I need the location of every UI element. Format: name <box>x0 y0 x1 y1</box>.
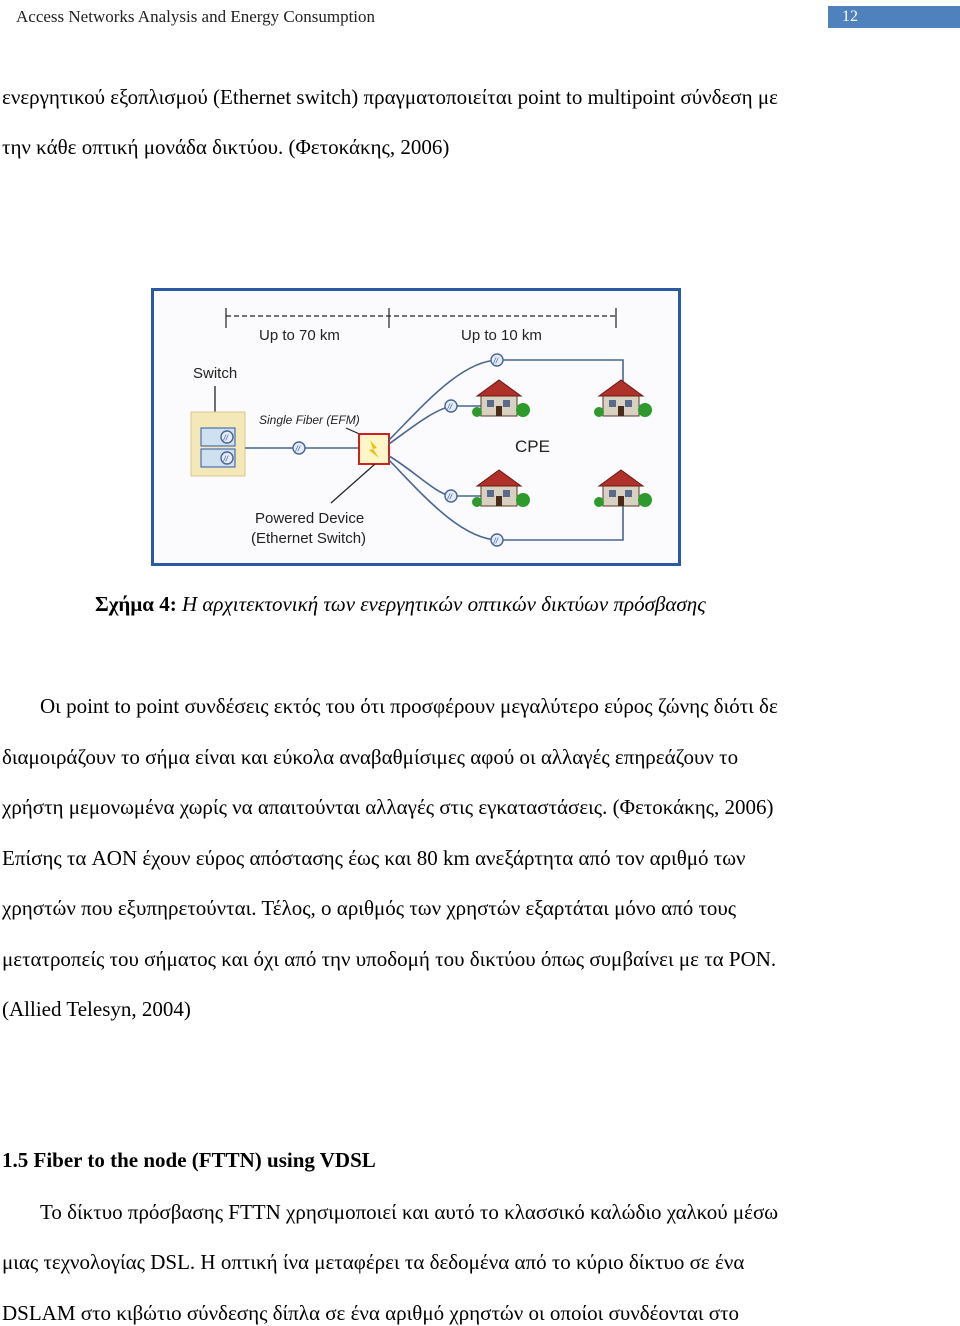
paragraph-line-3: χρήστη μεμονωμένα χωρίς να απαιτούνται α… <box>2 795 774 819</box>
page-number-badge: 12 <box>828 6 960 28</box>
powered-device-sublabel: (Ethernet Switch) <box>251 530 366 547</box>
figure-caption: Σχήμα 4: Η αρχιτεκτονική των ενεργητικών… <box>95 592 706 617</box>
cpe-label: CPE <box>515 437 550 456</box>
paragraph-line-4: Επίσης τα AON έχουν εύρος απόστασης έως … <box>2 846 746 870</box>
intro-line-1: ενεργητικού εξοπλισμού (Ethernet switch)… <box>2 85 778 109</box>
paragraph-line-5: χρηστών που εξυπηρετούνται. Τέλος, ο αρι… <box>2 896 737 920</box>
switch-label: Switch <box>193 365 237 382</box>
section-line-3: DSLAM στο κιβώτιο σύνδεσης δίπλα σε ένα … <box>2 1301 740 1325</box>
section-heading: 1.5 Fiber to the node (FTTN) using VDSL <box>2 1148 376 1172</box>
page-header-title: Access Networks Analysis and Energy Cons… <box>16 7 376 26</box>
section-line-2: μιας τεχνολογίας DSL. Η οπτική ίνα μεταφ… <box>2 1250 745 1274</box>
section-line-1: Το δίκτυο πρόσβασης FTTN χρησιμοποιεί κα… <box>40 1200 779 1224</box>
figure-diagram: // Up to 70 km Up to 10 km Switch Single… <box>151 288 681 566</box>
paragraph-line-1: Οι point to point συνδέσεις εκτός του ότ… <box>40 694 778 718</box>
intro-line-2: την κάθε οπτική μονάδα δικτύου. (Φετοκάκ… <box>2 135 450 159</box>
distance-label-10km: Up to 10 km <box>461 327 542 344</box>
fiber-label: Single Fiber (EFM) <box>259 413 360 427</box>
distance-label-70km: Up to 70 km <box>259 327 340 344</box>
powered-device-label: Powered Device <box>255 510 364 527</box>
powered-device-box <box>358 433 390 465</box>
paragraph-line-7: (Allied Telesyn, 2004) <box>2 997 191 1021</box>
aon-architecture-figure: // Up to 70 km Up to 10 km Switch Single… <box>151 288 681 566</box>
paragraph-line-6: μετατροπείς του σήματος και όχι από την … <box>2 947 777 971</box>
caption-text: Η αρχιτεκτονική των ενεργητικών οπτικών … <box>181 592 706 616</box>
paragraph-line-2: διαμοιράζουν το σήμα είναι και εύκολα αν… <box>2 745 739 769</box>
caption-label: Σχήμα 4: <box>95 592 177 616</box>
